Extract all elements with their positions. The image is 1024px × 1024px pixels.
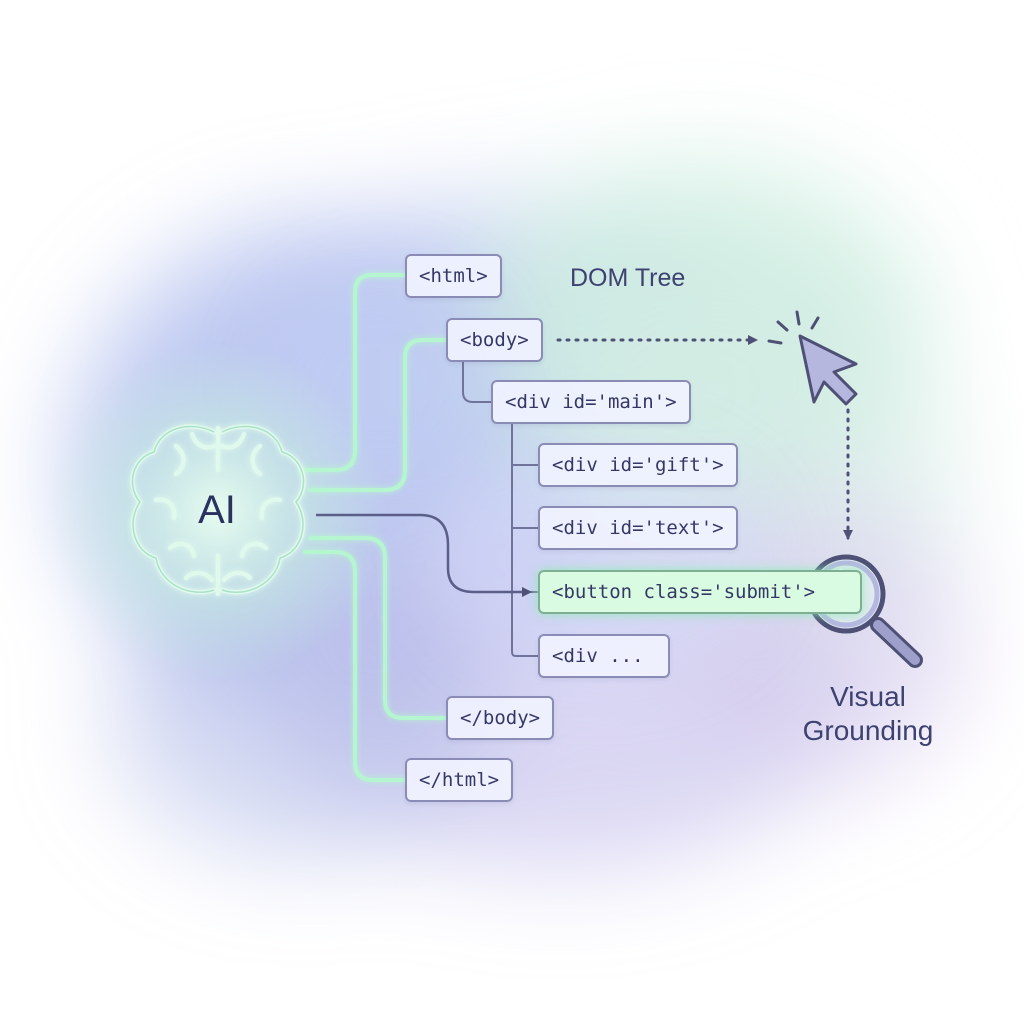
ai-label: AI [198, 488, 236, 532]
dom-node-body-open: <body> [446, 318, 543, 362]
cursor-icon [767, 310, 858, 406]
dom-node-html-open: <html> [405, 254, 502, 298]
dom-node-body-close: </body> [446, 696, 555, 740]
visual-grounding-line1: Visual [830, 681, 906, 712]
dom-node-div-ellipsis: <div ... [538, 634, 670, 678]
dom-node-html-close: </html> [405, 758, 514, 802]
dom-node-div-gift: <div id='gift'> [538, 443, 738, 487]
dom-node-div-main: <div id='main'> [491, 380, 691, 424]
dom-node-div-text: <div id='text'> [538, 506, 738, 550]
ai-connector-lines [298, 273, 448, 782]
visual-grounding-label: Visual Grounding [790, 680, 946, 748]
ai-to-button-arrow [316, 513, 532, 597]
visual-grounding-line2: Grounding [802, 715, 934, 746]
dom-tree-title: DOM Tree [570, 264, 686, 292]
dom-node-button-submit[interactable]: <button class='submit'> [538, 570, 862, 614]
